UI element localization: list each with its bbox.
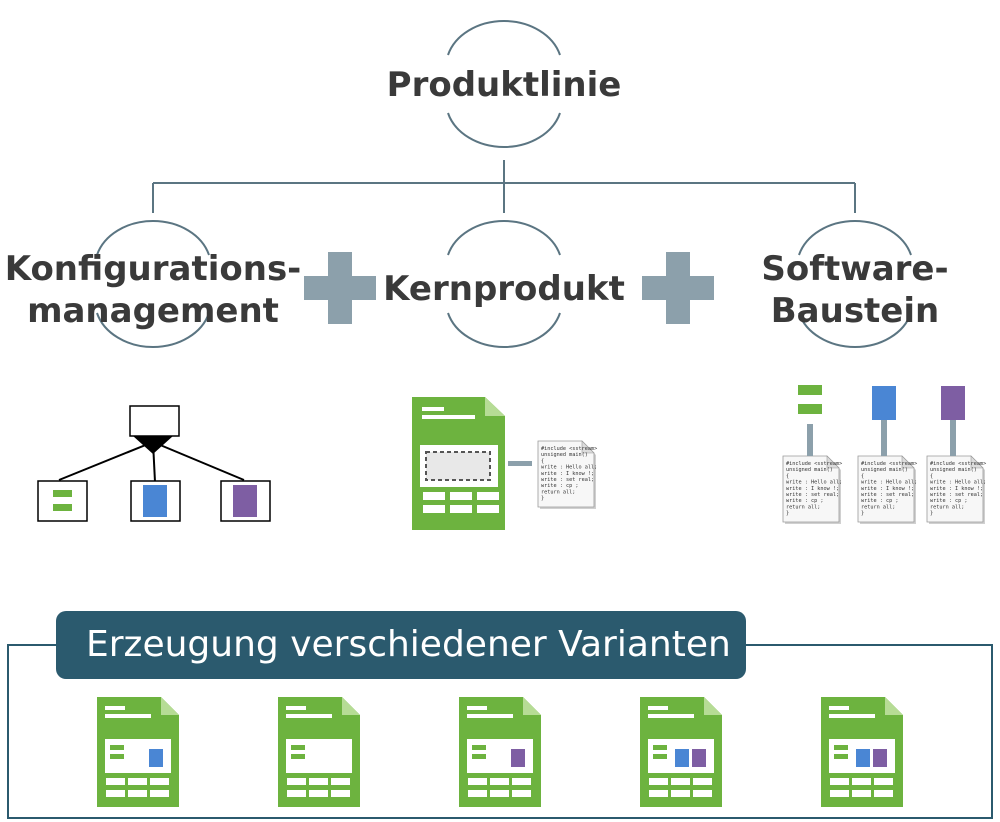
- code-line: #include <sstream>: [541, 446, 597, 452]
- variant-component-blue: [675, 749, 689, 767]
- tree-connectors: [152, 160, 856, 213]
- components-arc-top: [798, 219, 912, 256]
- feature-root-box: [129, 405, 180, 437]
- code-line: write : set real;: [861, 492, 914, 498]
- variant-component-purple: [692, 749, 706, 767]
- variant-document: [459, 697, 541, 807]
- config-arc-top: [96, 219, 210, 256]
- variant-component-blue: [149, 749, 163, 767]
- config-label-line1: Konfigurations-: [5, 249, 302, 289]
- feature-model: [37, 405, 271, 522]
- code-line: #include <sstream>: [930, 461, 986, 467]
- code-line: }: [861, 511, 864, 517]
- component-code-file-green: #include <sstream>unsigned main(){write …: [782, 455, 842, 524]
- code-line: {: [930, 473, 933, 479]
- code-line: {: [861, 473, 864, 479]
- code-line: write : I know !;: [541, 471, 594, 477]
- code-line: return all;: [861, 504, 895, 510]
- component-code-file-blue: #include <sstream>unsigned main(){write …: [857, 455, 917, 524]
- components-arc-bottom: [798, 312, 912, 349]
- variant-component-purple: [873, 749, 887, 767]
- code-line: unsigned main(): [861, 467, 908, 473]
- code-line: unsigned main(): [541, 452, 588, 458]
- core-label: Kernprodukt: [383, 269, 625, 309]
- top-node-arc-top: [447, 19, 561, 56]
- variation-point-slot: [425, 451, 491, 481]
- components-label-line2: Baustein: [771, 291, 939, 331]
- column-node-arcs: [96, 219, 912, 349]
- core-arc-top: [447, 219, 561, 256]
- variant-document: [97, 697, 179, 807]
- code-line: write : cp ;: [861, 498, 898, 504]
- plus-icon: [304, 252, 376, 324]
- code-line: {: [786, 473, 789, 479]
- code-line: return all;: [786, 504, 820, 510]
- code-line: write : I know !;: [861, 486, 914, 492]
- top-node-label: Produktlinie: [387, 65, 622, 105]
- code-line: return all;: [930, 504, 964, 510]
- top-node-arc-bottom: [447, 112, 561, 149]
- core-code-link: [508, 461, 532, 466]
- component-purple: [941, 386, 965, 456]
- plus-icon: [642, 252, 714, 324]
- code-line: write : Hello all;: [930, 480, 986, 486]
- code-line: }: [786, 511, 789, 517]
- code-line: write : set real;: [786, 492, 839, 498]
- component-blue: [872, 386, 896, 456]
- variant-component-purple: [511, 749, 525, 767]
- code-line: write : set real;: [930, 492, 983, 498]
- code-line: write : cp ;: [541, 483, 578, 489]
- feature-alternative-marker: [133, 436, 173, 454]
- top-node: Produktlinie: [387, 19, 622, 149]
- component-code-file-purple: #include <sstream>unsigned main(){write …: [926, 455, 986, 524]
- variants-banner: Erzeugung verschiedener Varianten: [56, 611, 746, 679]
- variant-document: [278, 697, 360, 807]
- code-line: #include <sstream>: [861, 461, 917, 467]
- variant-document: [821, 697, 903, 807]
- code-line: write : cp ;: [930, 498, 967, 504]
- code-line: }: [930, 511, 933, 517]
- code-line: #include <sstream>: [786, 461, 842, 467]
- code-line: write : set real;: [541, 477, 594, 483]
- feature-leaf-green: [37, 480, 88, 522]
- code-line: write : I know !;: [786, 486, 839, 492]
- core-product-document: [412, 397, 532, 530]
- code-line: write : Hello all;: [861, 480, 917, 486]
- code-line: {: [541, 458, 544, 464]
- code-line: write : Hello all;: [786, 480, 842, 486]
- components-label-line1: Software-: [761, 249, 948, 289]
- code-line: unsigned main(): [786, 467, 833, 473]
- config-arc-bottom: [96, 312, 210, 349]
- variant-documents: [97, 697, 903, 807]
- core-arc-bottom: [447, 312, 561, 349]
- code-files: #include <sstream>unsigned main(){write …: [537, 440, 986, 524]
- variant-component-blue: [856, 749, 870, 767]
- variant-document: [640, 697, 722, 807]
- code-line: }: [541, 496, 544, 502]
- component-green: [798, 385, 822, 456]
- code-line: return all;: [541, 489, 575, 495]
- variants-frame: [7, 644, 993, 819]
- config-label-line2: management: [27, 291, 279, 331]
- code-line: write : I know !;: [930, 486, 983, 492]
- core-code-file: #include <sstream>unsigned main(){write …: [537, 440, 597, 509]
- code-line: unsigned main(): [930, 467, 977, 473]
- code-line: write : Hello all;: [541, 465, 597, 471]
- code-line: write : cp ;: [786, 498, 823, 504]
